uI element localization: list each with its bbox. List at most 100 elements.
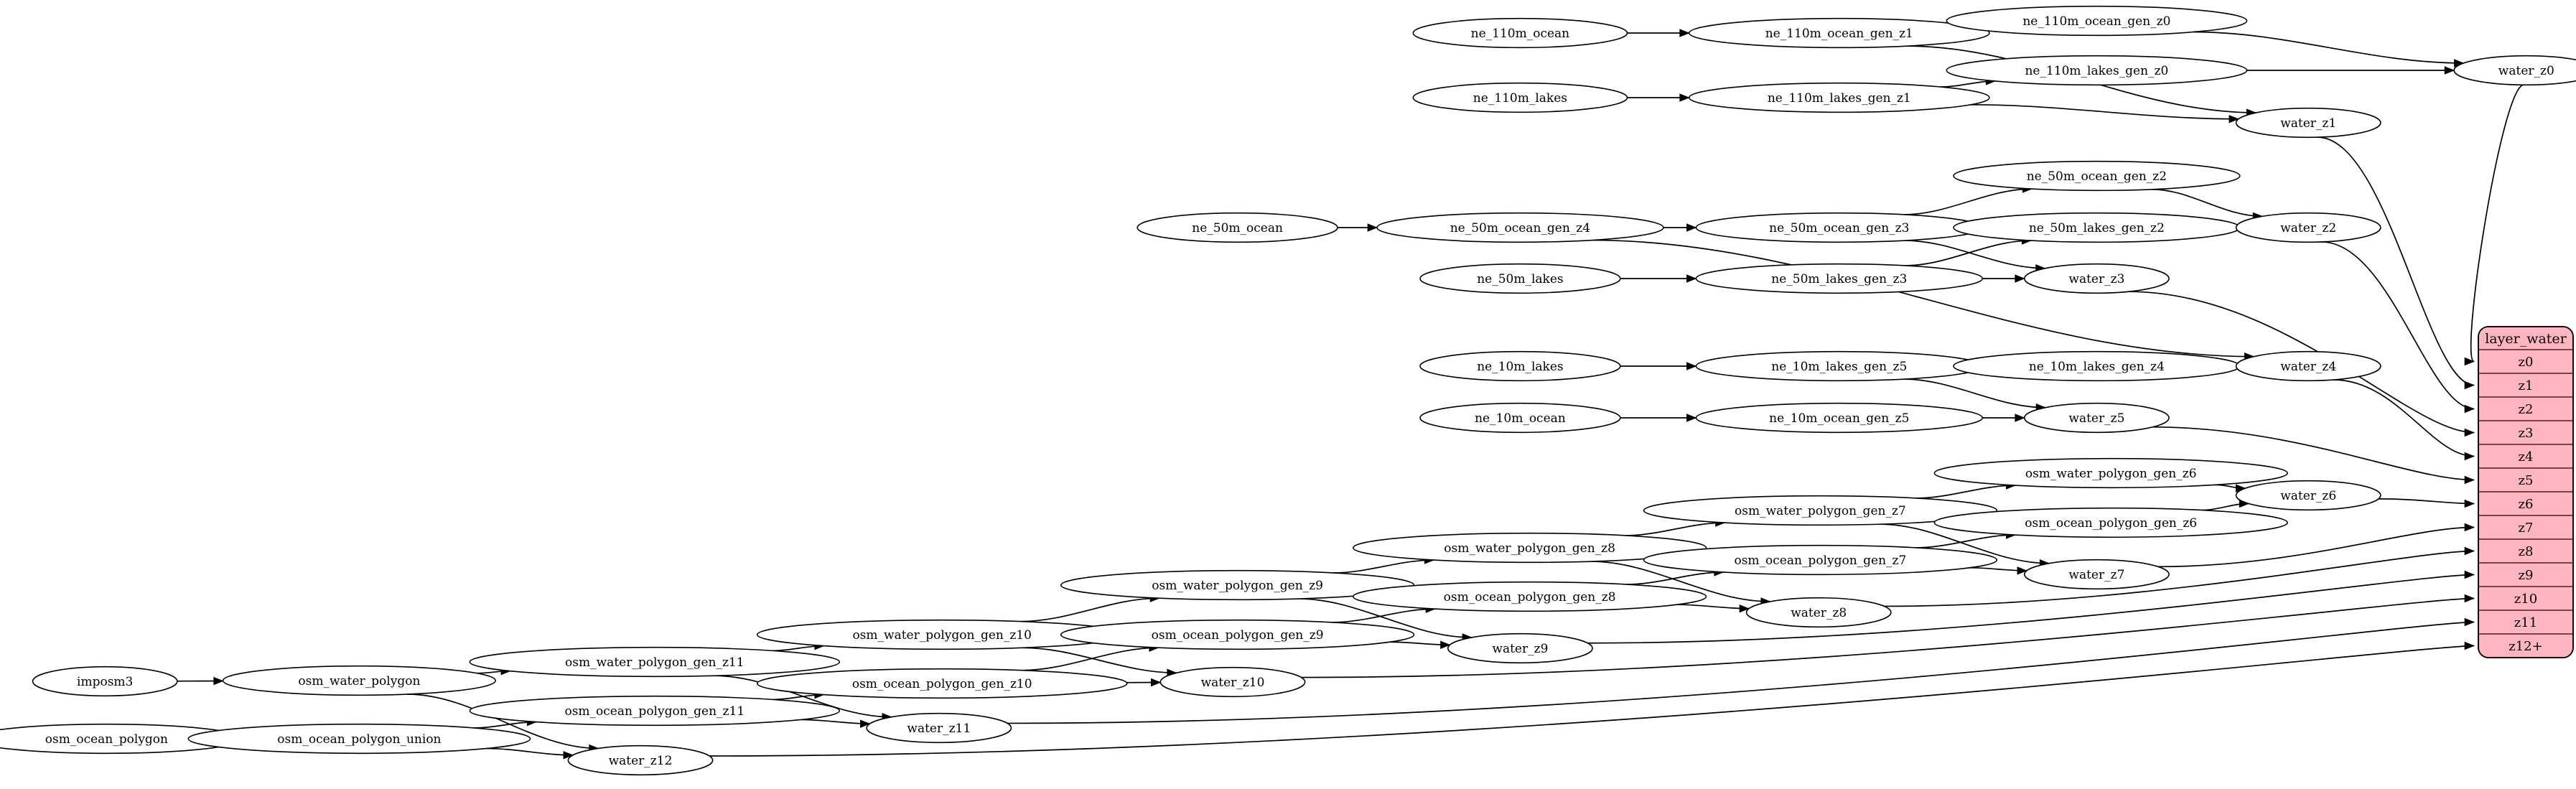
node-shape-osm_water_polygon: [222, 665, 496, 696]
node-shape-osm_ocean_polygon_gen_z9: [1060, 619, 1415, 650]
node-ne_110m_lakes[interactable]: ne_110m_lakes: [1412, 82, 1628, 113]
layer-water-table: layer_waterz0z1z2z3z4z5z6z7z8z9z10z11z12…: [2478, 326, 2574, 658]
node-water_z12[interactable]: water_z12: [567, 744, 714, 776]
node-ne_50m_ocean_gen_z4[interactable]: ne_50m_ocean_gen_z4: [1376, 212, 1664, 243]
node-ne_50m_lakes_gen_z2[interactable]: ne_50m_lakes_gen_z2: [1953, 212, 2241, 243]
node-label-water_z6: water_z6: [2280, 489, 2336, 503]
node-shape-water_z4: [2235, 350, 2381, 382]
node-label-ne_110m_ocean_gen_z1: ne_110m_ocean_gen_z1: [1765, 27, 1913, 41]
node-ne_50m_lakes[interactable]: ne_50m_lakes: [1419, 263, 1621, 294]
layer-table-row-z3[interactable]: z3: [2519, 426, 2534, 441]
node-ne_110m_ocean_gen_z1[interactable]: ne_110m_ocean_gen_z1: [1688, 17, 1990, 49]
node-osm_ocean_polygon_gen_z6[interactable]: osm_ocean_polygon_gen_z6: [1933, 507, 2288, 538]
node-shape-water_z2: [2235, 212, 2381, 243]
node-imposm3[interactable]: imposm3: [32, 666, 178, 697]
node-ne_50m_ocean_gen_z3[interactable]: ne_50m_ocean_gen_z3: [1695, 212, 1984, 243]
node-label-osm_water_polygon_gen_z10: osm_water_polygon_gen_z10: [852, 628, 1032, 643]
node-ne_10m_lakes_gen_z4[interactable]: ne_10m_lakes_gen_z4: [1953, 350, 2241, 382]
node-ne_110m_lakes_gen_z0[interactable]: ne_110m_lakes_gen_z0: [1946, 55, 2248, 86]
node-label-ne_50m_ocean_gen_z3: ne_50m_ocean_gen_z3: [1769, 221, 1909, 235]
node-shape-ne_110m_ocean_gen_z0: [1946, 5, 2248, 37]
node-label-osm_water_polygon_gen_z6: osm_water_polygon_gen_z6: [2025, 467, 2197, 481]
node-water_z10[interactable]: water_z10: [1159, 666, 1306, 698]
node-osm_water_polygon_gen_z10[interactable]: osm_water_polygon_gen_z10: [756, 619, 1128, 650]
layer-table-row-z8[interactable]: z8: [2519, 544, 2534, 559]
node-water_z5[interactable]: water_z5: [2023, 402, 2170, 434]
node-shape-water_z3: [2023, 263, 2170, 294]
edge-arrowhead: [2464, 404, 2475, 414]
node-water_z9[interactable]: water_z9: [1447, 632, 1593, 664]
node-osm_ocean_polygon[interactable]: osm_ocean_polygon: [0, 723, 243, 755]
edge-arrowhead: [2464, 570, 2475, 579]
node-label-imposm3: imposm3: [77, 675, 133, 689]
layer-table-row-z10[interactable]: z10: [2514, 592, 2537, 607]
node-shape-water_z9: [1447, 632, 1593, 664]
layer-table-row-z6[interactable]: z6: [2519, 497, 2534, 512]
node-water_z11[interactable]: water_z11: [866, 712, 1012, 744]
edge-water_z9-to-layer-z9: [1587, 574, 2475, 644]
node-ne_110m_lakes_gen_z1[interactable]: ne_110m_lakes_gen_z1: [1688, 82, 1990, 113]
node-shape-ne_10m_lakes: [1419, 350, 1621, 382]
node-osm_water_polygon_gen_z11[interactable]: osm_water_polygon_gen_z11: [469, 646, 841, 678]
node-osm_ocean_polygon_gen_z11[interactable]: osm_ocean_polygon_gen_z11: [469, 695, 841, 727]
edge-osm_water_polygon_gen_z8-to-water_z8: [1590, 561, 1770, 602]
edge-arrowhead: [1679, 29, 1690, 37]
edge-arrowhead: [1686, 362, 1697, 370]
node-ne_10m_ocean[interactable]: ne_10m_ocean: [1419, 402, 1621, 434]
node-osm_water_polygon_gen_z8[interactable]: osm_water_polygon_gen_z8: [1352, 532, 1707, 564]
node-water_z7[interactable]: water_z7: [2023, 559, 2170, 590]
node-ne_10m_ocean_gen_z5[interactable]: ne_10m_ocean_gen_z5: [1695, 402, 1984, 434]
node-ne_110m_ocean[interactable]: ne_110m_ocean: [1412, 17, 1628, 49]
node-label-water_z11: water_z11: [907, 722, 971, 736]
node-shape-osm_ocean_polygon_union: [187, 723, 531, 755]
layer-table-row-z9[interactable]: z9: [2519, 568, 2534, 583]
layer-table-row-z5[interactable]: z5: [2519, 473, 2534, 488]
node-water_z0[interactable]: water_z0: [2453, 55, 2576, 86]
edge-arrowhead: [2015, 274, 2025, 283]
node-osm_ocean_polygon_gen_z8[interactable]: osm_ocean_polygon_gen_z8: [1352, 581, 1707, 612]
edge-arrowhead: [2464, 523, 2475, 532]
node-label-water_z5: water_z5: [2068, 411, 2124, 426]
layer-table-row-z0[interactable]: z0: [2519, 355, 2534, 370]
layer-table-row-z12+[interactable]: z12+: [2509, 639, 2542, 654]
node-ne_110m_ocean_gen_z0[interactable]: ne_110m_ocean_gen_z0: [1946, 5, 2248, 37]
layer-table-row-z4[interactable]: z4: [2519, 449, 2534, 464]
node-shape-ne_110m_ocean_gen_z1: [1688, 17, 1990, 49]
edge-water_z12-to-layer-z12+: [709, 645, 2475, 757]
layer-table-row-z1[interactable]: z1: [2519, 378, 2534, 393]
edge-ne_50m_lakes_gen_z3-to-ne_50m_lakes_gen_z2: [1904, 240, 2032, 266]
edge-arrowhead: [2464, 452, 2475, 461]
node-ne_50m_ocean_gen_z2[interactable]: ne_50m_ocean_gen_z2: [1953, 160, 2241, 192]
node-osm_ocean_polygon_union[interactable]: osm_ocean_polygon_union: [187, 723, 531, 755]
node-label-osm_ocean_polygon_gen_z8: osm_ocean_polygon_gen_z8: [1444, 590, 1616, 604]
node-label-ne_50m_ocean_gen_z4: ne_50m_ocean_gen_z4: [1450, 221, 1590, 235]
node-osm_water_polygon_gen_z6[interactable]: osm_water_polygon_gen_z6: [1933, 457, 2288, 489]
node-osm_ocean_polygon_gen_z7[interactable]: osm_ocean_polygon_gen_z7: [1643, 544, 1998, 576]
node-osm_ocean_polygon_gen_z9[interactable]: osm_ocean_polygon_gen_z9: [1060, 619, 1415, 650]
node-ne_10m_lakes_gen_z5[interactable]: ne_10m_lakes_gen_z5: [1695, 350, 1984, 382]
layer-table-row-z11[interactable]: z11: [2514, 615, 2537, 630]
layer-table-row-z2[interactable]: z2: [2519, 402, 2534, 417]
node-water_z1[interactable]: water_z1: [2235, 107, 2381, 139]
node-osm_water_polygon[interactable]: osm_water_polygon: [222, 665, 496, 696]
node-water_z4[interactable]: water_z4: [2235, 350, 2381, 382]
node-shape-water_z0: [2453, 55, 2576, 86]
node-ne_50m_ocean[interactable]: ne_50m_ocean: [1137, 212, 1338, 243]
edge-arrowhead: [1151, 678, 1162, 687]
node-osm_water_polygon_gen_z7[interactable]: osm_water_polygon_gen_z7: [1643, 495, 1998, 526]
edge-osm_ocean_polygon_gen_z9-to-osm_ocean_polygon_gen_z8: [1332, 608, 1436, 623]
node-osm_water_polygon_gen_z9[interactable]: osm_water_polygon_gen_z9: [1060, 569, 1415, 601]
node-water_z2[interactable]: water_z2: [2235, 212, 2381, 243]
node-water_z8[interactable]: water_z8: [1745, 597, 1892, 628]
node-osm_ocean_polygon_gen_z10[interactable]: osm_ocean_polygon_gen_z10: [756, 668, 1128, 699]
node-water_z3[interactable]: water_z3: [2023, 263, 2170, 294]
layer-table-row-z7[interactable]: z7: [2519, 520, 2534, 536]
node-ne_10m_lakes[interactable]: ne_10m_lakes: [1419, 350, 1621, 382]
node-ne_50m_lakes_gen_z3[interactable]: ne_50m_lakes_gen_z3: [1695, 263, 1984, 294]
node-shape-water_z1: [2235, 107, 2381, 139]
edge-arrowhead: [2464, 546, 2475, 556]
node-label-water_z10: water_z10: [1201, 676, 1265, 690]
node-water_z6[interactable]: water_z6: [2235, 480, 2381, 511]
